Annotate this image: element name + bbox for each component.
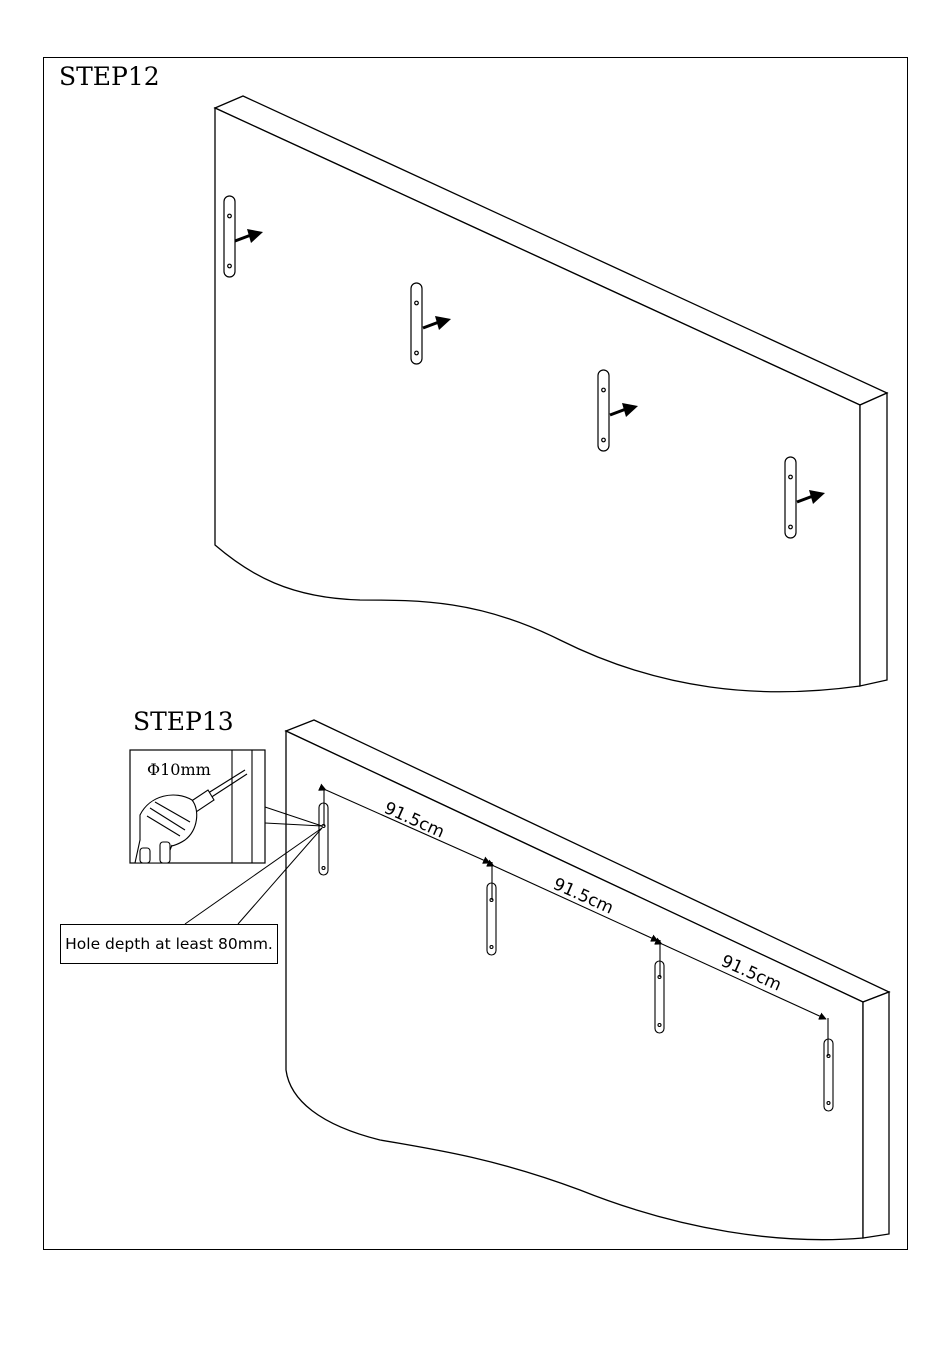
drill-inset: Φ10mm [130, 750, 265, 863]
bracket-icon [411, 283, 422, 364]
step13-panel [286, 720, 889, 1240]
bracket-icon [598, 370, 609, 451]
bracket-icon [224, 196, 235, 277]
bracket-icon [785, 457, 796, 538]
hole-depth-callout: Hole depth at least 80mm. [60, 924, 278, 964]
step12-panel [215, 96, 887, 692]
drill-bit-label: Φ10mm [147, 760, 211, 779]
